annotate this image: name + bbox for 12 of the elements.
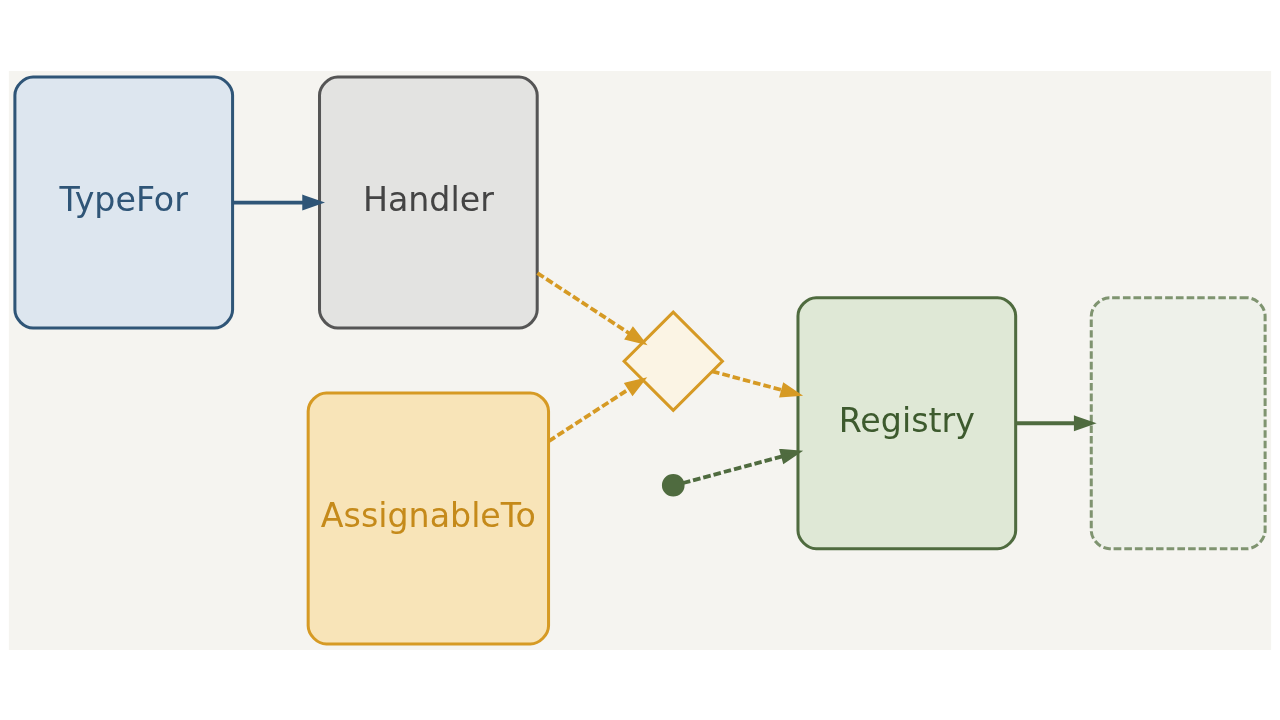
arrow bbox=[711, 369, 804, 398]
arrow bbox=[547, 376, 648, 443]
arrow bbox=[682, 448, 804, 485]
node-circle bbox=[661, 473, 685, 497]
node-box: Handler bbox=[318, 75, 539, 329]
node-box: TypeFor bbox=[13, 75, 235, 329]
node-box: Registry bbox=[796, 295, 1018, 550]
arrow bbox=[232, 194, 325, 210]
node-box bbox=[1089, 295, 1267, 550]
arrow bbox=[1015, 414, 1097, 431]
node-box: AssignableTo bbox=[306, 391, 551, 645]
arrow bbox=[536, 271, 648, 345]
